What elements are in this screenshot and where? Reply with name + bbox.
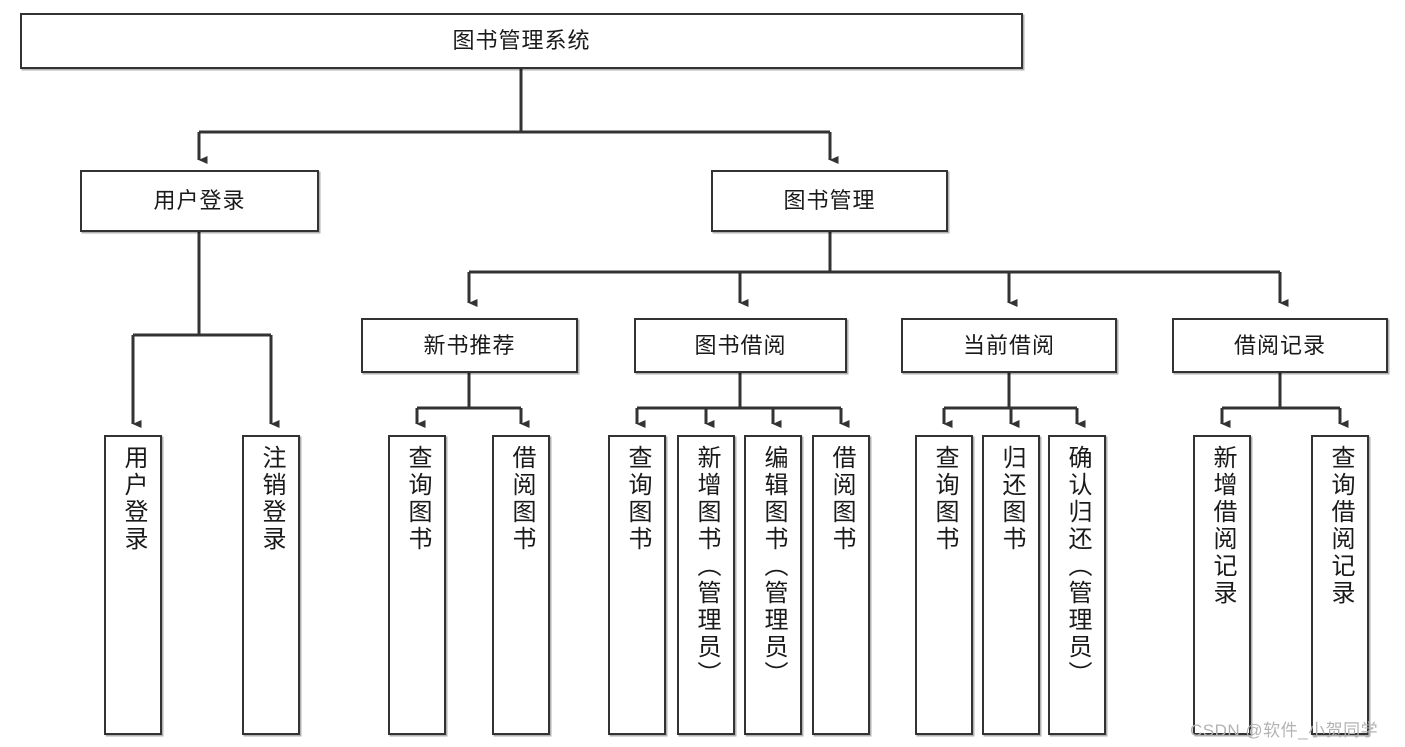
node-leaf-query-book-current-label: 查询图书 [931,445,958,553]
node-borrow-records[interactable]: 借阅记录 [1172,318,1388,373]
node-current-borrow-label: 当前借阅 [962,332,1055,358]
node-leaf-user-login[interactable]: 用户登录 [104,435,162,735]
node-leaf-query-book-current[interactable]: 查询图书 [915,435,973,735]
node-leaf-logout[interactable]: 注销登录 [242,435,300,735]
node-leaf-query-book-new[interactable]: 查询图书 [388,435,446,735]
node-leaf-query-book-borrow[interactable]: 查询图书 [608,435,666,735]
node-user-login-label: 用户登录 [153,188,246,214]
node-leaf-add-book-admin[interactable]: 新增图书（管理员） [677,435,735,735]
node-leaf-add-borrow-record[interactable]: 新增借阅记录 [1193,435,1251,735]
node-leaf-add-book-admin-label: 新增图书（管理员） [693,445,720,688]
node-leaf-query-book-borrow-label: 查询图书 [624,445,651,553]
node-leaf-logout-label: 注销登录 [258,445,285,553]
node-leaf-borrow-book[interactable]: 借阅图书 [812,435,870,735]
node-book-management[interactable]: 图书管理 [711,170,948,232]
node-leaf-borrow-book-label: 借阅图书 [828,445,855,553]
node-root-system[interactable]: 图书管理系统 [20,13,1023,69]
node-leaf-confirm-return-admin-label: 确认归还（管理员） [1064,445,1091,688]
node-book-management-label: 图书管理 [783,188,876,214]
node-leaf-borrow-book-new-label: 借阅图书 [508,445,535,553]
node-leaf-add-borrow-record-label: 新增借阅记录 [1209,445,1236,607]
node-root-system-label: 图书管理系统 [452,28,591,54]
node-leaf-return-book[interactable]: 归还图书 [982,435,1040,735]
node-book-borrow-label: 图书借阅 [694,332,787,358]
node-leaf-confirm-return-admin[interactable]: 确认归还（管理员） [1048,435,1106,735]
node-leaf-return-book-label: 归还图书 [998,445,1025,553]
node-leaf-query-borrow-record-label: 查询借阅记录 [1327,445,1354,607]
node-leaf-borrow-book-new[interactable]: 借阅图书 [492,435,550,735]
node-leaf-edit-book-admin[interactable]: 编辑图书（管理员） [744,435,802,735]
node-book-borrow[interactable]: 图书借阅 [634,318,847,373]
node-borrow-records-label: 借阅记录 [1233,332,1326,358]
node-new-book-recommend-label: 新书推荐 [423,332,516,358]
node-user-login[interactable]: 用户登录 [80,170,319,232]
node-leaf-edit-book-admin-label: 编辑图书（管理员） [760,445,787,688]
node-leaf-query-borrow-record[interactable]: 查询借阅记录 [1311,435,1369,735]
node-new-book-recommend[interactable]: 新书推荐 [361,318,578,373]
node-current-borrow[interactable]: 当前借阅 [901,318,1117,373]
node-leaf-user-login-label: 用户登录 [120,445,147,553]
node-leaf-query-book-new-label: 查询图书 [404,445,431,553]
